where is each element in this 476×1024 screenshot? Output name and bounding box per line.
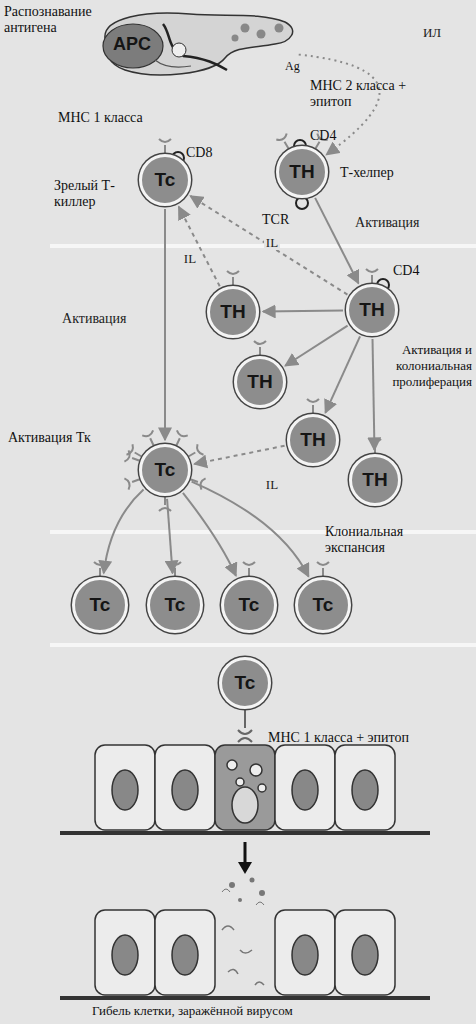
tissue-bottom	[60, 910, 430, 998]
tc-contact	[238, 710, 252, 742]
annotation: Клониальная экспансия	[325, 524, 445, 556]
annotation: CD4	[393, 263, 419, 279]
cell-name: TH	[220, 301, 245, 323]
activation-arrow	[373, 339, 375, 450]
cell-name: TH	[300, 429, 325, 451]
activation-arrow	[167, 499, 172, 573]
edge-label: ИЛ	[421, 25, 443, 40]
activation-arrow	[104, 490, 144, 574]
cell-name: TH	[289, 161, 314, 183]
annotation: МНС 2 класса + эпитоп	[310, 78, 420, 110]
receptor	[142, 430, 153, 445]
activation-arrow	[315, 198, 358, 283]
killer-cell: Tc	[139, 154, 191, 206]
killer-cell: Tc	[221, 577, 277, 633]
annotation: Т-хелпер	[340, 165, 394, 181]
receptor	[124, 478, 139, 489]
annotation: CD8	[186, 145, 212, 161]
receptor	[176, 430, 187, 445]
annotation: МНС 1 класса + эпитоп	[268, 730, 409, 746]
cell-name: Tc	[239, 594, 260, 616]
annotation: Распознавание антигена	[4, 4, 144, 36]
activation-arrow	[285, 326, 347, 366]
helper-cell: TH	[346, 284, 398, 336]
cell-name: TH	[359, 299, 384, 321]
cell-name: TH	[362, 469, 387, 491]
killer-cell: Tc	[139, 444, 191, 496]
edge-label: IL	[264, 235, 280, 250]
receptor	[366, 269, 378, 283]
receptor	[276, 133, 288, 148]
annotation: TCR	[262, 212, 289, 228]
cell-name: Tc	[155, 459, 176, 481]
receptor	[124, 450, 139, 461]
section-lines	[50, 246, 476, 645]
killer-cell: Tc	[295, 577, 351, 633]
annotation: Гибель клетки, заражённой вирусом	[92, 1003, 293, 1019]
helper-cell: TH	[234, 356, 286, 408]
helper-cell: TH	[349, 454, 401, 506]
receptor	[254, 341, 266, 355]
helper-cell: TH	[207, 286, 259, 338]
debris	[222, 878, 265, 906]
killer-cell: Tc	[219, 657, 271, 709]
tissue-top	[60, 745, 430, 833]
edge-label: IL	[182, 251, 198, 266]
edge-label: Активация	[60, 311, 128, 326]
annotation: Активация и колониальная пролиферация	[384, 342, 472, 390]
receptor	[159, 497, 171, 511]
cell-name: Tc	[155, 169, 176, 191]
helper-cell: TH	[287, 414, 339, 466]
cell-name: Tc	[90, 594, 111, 616]
helper-cell: TH	[276, 146, 328, 198]
cytokine-arrow	[179, 207, 220, 287]
annotation: Зрелый Т-киллер	[54, 178, 124, 210]
cell-name: Tc	[165, 594, 186, 616]
killer-cell: Tc	[147, 577, 203, 633]
receptor	[317, 562, 329, 576]
activation-arrow	[192, 482, 309, 577]
edge-label: Активация	[353, 215, 421, 230]
cell-name: Tc	[235, 672, 256, 694]
cell-name: TH	[247, 371, 272, 393]
activation-arrow	[325, 336, 360, 412]
receptor	[307, 399, 319, 413]
death-arrow	[238, 842, 252, 874]
tcr-marker	[296, 197, 308, 209]
activation-arrow	[263, 310, 343, 311]
annotation: МНС 1 класса	[58, 110, 143, 126]
cell-name: Tc	[313, 594, 334, 616]
activation-arrow	[164, 209, 166, 440]
annotation: CD4	[310, 128, 336, 144]
receptor	[188, 444, 203, 456]
cytokine-arrow	[194, 446, 284, 464]
killer-cell: Tc	[72, 577, 128, 633]
annotation: Активация Тк	[8, 430, 91, 446]
apc-cell: APC	[95, 8, 300, 80]
cell-name: APC	[113, 34, 151, 55]
edge-label: IL	[264, 477, 280, 492]
receptor	[227, 271, 239, 285]
cytokine-arrow	[190, 196, 347, 295]
annotation: Ag	[285, 58, 300, 74]
receptor	[169, 562, 181, 576]
receptors	[94, 133, 381, 576]
receptor	[243, 562, 255, 576]
receptor	[159, 139, 171, 153]
activation-arrow	[183, 493, 236, 576]
